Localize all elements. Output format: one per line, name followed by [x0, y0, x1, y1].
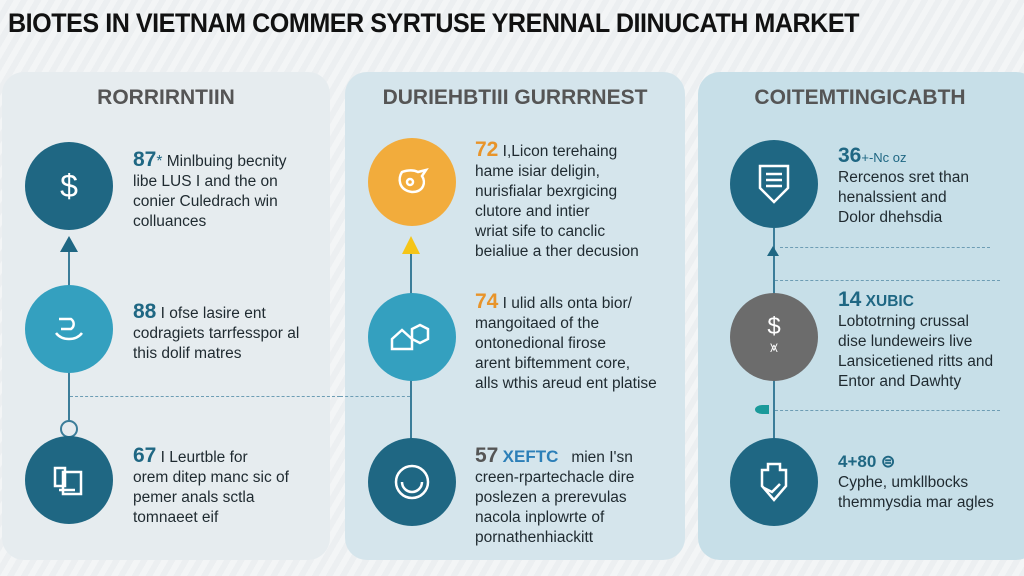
panel-title: COITEMTINGICABTH	[754, 86, 966, 109]
divider	[775, 280, 1000, 281]
divider	[340, 396, 410, 397]
pointer-marker	[755, 405, 769, 414]
divider	[780, 247, 990, 248]
stat-number: 74	[475, 290, 499, 313]
stat-suffix: XUBIC	[865, 293, 914, 310]
stat-text: Minlbuing becnity libe LUS I and the on …	[133, 153, 287, 230]
stat-text: I Leurtble for orem ditep manc sic of pe…	[133, 449, 289, 526]
shield-hand-icon	[730, 438, 818, 526]
stat-number: 87	[133, 148, 157, 171]
stat-number: 14	[838, 288, 862, 311]
shield-list-icon	[730, 140, 818, 228]
stat-item: 88 I ofse lasire ent codragiets tarrfess…	[133, 300, 300, 364]
stat-text: Rercenos sret than henalssient and Dolor…	[838, 169, 969, 226]
divider	[70, 396, 340, 397]
stat-item: 14 XUBIC Lobtotrning crussal dise lundewe…	[838, 288, 994, 392]
arrow-up-icon	[60, 236, 78, 252]
stat-text: I ulid alls onta bior/ mangoitaed of the…	[475, 295, 657, 392]
stat-item: 87* Minlbuing becnity libe LUS I and the…	[133, 148, 287, 232]
panel-title: RORRIRNTIIN	[97, 86, 235, 109]
stat-text: Cyphe, umkllbocks themmysdia mar agles	[838, 474, 994, 511]
divider	[775, 410, 1000, 411]
stat-text: mien I'sn creen-rpartechacle dire poslez…	[475, 449, 635, 546]
stat-number: 72	[475, 138, 499, 161]
stat-suffix: *	[156, 153, 163, 170]
dollar-icon: $	[25, 142, 113, 230]
face-icon	[368, 438, 456, 526]
page-title: BIOTES IN VIETNAM COMMER SYRTUSE YRENNAL…	[8, 8, 859, 38]
stat-number: 88	[133, 300, 157, 323]
house-hexagon-icon	[368, 293, 456, 381]
document-icon	[25, 436, 113, 524]
stat-item: 36+-Nc oz Rercenos sret than henalssient …	[838, 144, 969, 228]
stat-item: 57 XEFTC mien I'sn creen-rpartechacle di…	[475, 444, 635, 548]
stat-text: I ofse lasire ent codragiets tarrfesspor…	[133, 305, 300, 362]
stat-item: 4+80 ⊜ Cyphe, umkllbocks themmysdia mar a…	[838, 452, 994, 513]
arrow-up-icon	[402, 236, 420, 254]
stat-suffix: XEFTC	[502, 447, 559, 466]
pig-icon	[368, 138, 456, 226]
stat-text: Lobtotrning crussal dise lundeweirs live…	[838, 313, 994, 390]
stat-item: 72 I,Licon terehaing hame isiar deligin,…	[475, 138, 639, 262]
stat-item: 74 I ulid alls onta bior/ mangoitaed of …	[475, 290, 657, 394]
arrow-up-icon	[767, 246, 779, 256]
dollar-upload-icon: $⩙	[730, 293, 818, 381]
stat-number: 36	[838, 144, 862, 167]
stat-text: I,Licon terehaing hame isiar deligin, nu…	[475, 143, 639, 260]
stat-suffix: +-Nc oz	[861, 150, 907, 165]
stat-number: 4	[838, 452, 848, 471]
stat-suffix: +80 ⊜	[847, 452, 896, 471]
stat-number: 57	[475, 444, 499, 467]
stat-item: 67 I Leurtble for orem ditep manc sic of…	[133, 444, 289, 528]
panel-title: DURIEHBTIII GURRRNEST	[382, 86, 648, 109]
stat-number: 67	[133, 444, 157, 467]
hand-care-icon	[25, 285, 113, 373]
